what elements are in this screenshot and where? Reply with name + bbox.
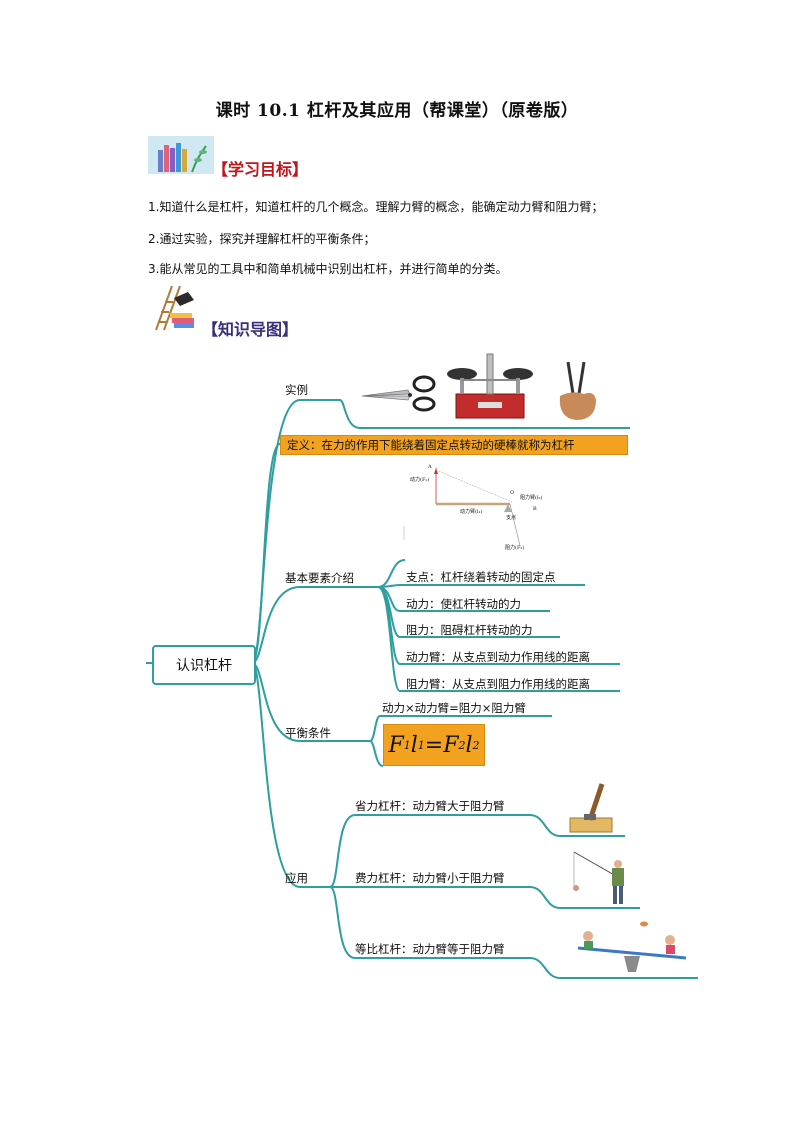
branch-label-balance: 平衡条件 xyxy=(285,726,331,740)
definition-box: 定义：在力的作用下能绕着固定点转动的硬棒就称为杠杆 xyxy=(280,435,628,455)
fisherman-image xyxy=(570,850,636,908)
element-item: 动力：使杠杆转动的力 xyxy=(406,597,521,611)
lever-diagram xyxy=(400,460,560,556)
element-item: 动力臂：从支点到动力作用线的距离 xyxy=(406,650,590,664)
ladder-books-icon xyxy=(150,284,196,332)
diagram-label-b: B xyxy=(533,506,537,512)
diagram-label-a: A xyxy=(428,464,432,470)
branch-label-application: 应用 xyxy=(285,871,308,885)
balance-text: 动力×动力臂=阻力×阻力臂 xyxy=(382,701,526,715)
books-icon xyxy=(148,136,214,174)
formula-sub: 1 xyxy=(403,738,411,752)
application-item: 费力杠杆：动力臂小于阻力臂 xyxy=(355,871,505,885)
application-item: 等比杠杆：动力臂等于阻力臂 xyxy=(355,942,505,956)
diagram-label-resist: 阻力(F₂) xyxy=(505,545,525,551)
mindmap-root: 认识杠杆 xyxy=(152,645,256,685)
element-item: 阻力臂：从支点到阻力作用线的距离 xyxy=(406,677,590,691)
goal-item: 1.知道什么是杠杆，知道杠杆的几个概念。理解力臂的概念，能确定动力臂和阻力臂； xyxy=(148,200,604,214)
section-heading-map: 【知识导图】 xyxy=(202,320,299,339)
formula-l1: l xyxy=(410,732,418,758)
formula-equals: = xyxy=(424,732,444,758)
diagram-label-force-arm: 动力臂(l₁) xyxy=(460,509,483,515)
seesaw-image xyxy=(574,920,690,974)
scissors-image xyxy=(360,372,438,412)
diagram-label-pivot: 支点 xyxy=(506,515,517,521)
goal-item: 2.通过实验，探究并理解杠杆的平衡条件； xyxy=(148,232,376,246)
page-title: 课时 10.1 杠杆及其应用（帮课堂）（原卷版） xyxy=(215,101,579,121)
claw-hammer-image xyxy=(568,780,614,834)
formula-sub: 2 xyxy=(472,738,480,752)
diagram-label-resist-arm: 阻力臂(l₂) xyxy=(520,495,543,501)
balance-scale-image xyxy=(446,350,534,422)
goal-item: 3.能从常见的工具中和简单机械中识别出杠杆，并进行简单的分类。 xyxy=(148,262,508,276)
formula-sub: 1 xyxy=(417,738,425,752)
element-item: 支点：杠杆绕着转动的固定点 xyxy=(406,570,556,584)
formula-f2: F xyxy=(443,732,459,758)
diagram-label-o: O xyxy=(510,490,515,496)
application-item: 省力杠杆：动力臂大于阻力臂 xyxy=(355,799,505,813)
formula-f1: F xyxy=(388,732,404,758)
element-item: 阻力：阻碍杠杆转动的力 xyxy=(406,623,533,637)
section-heading-goals: 【学习目标】 xyxy=(212,160,309,179)
branch-label-examples: 实例 xyxy=(285,383,308,397)
formula-sub: 2 xyxy=(458,738,466,752)
nutcracker-hand-image xyxy=(556,360,600,422)
diagram-label-force: 动力(F₁) xyxy=(410,477,430,483)
branch-label-elements: 基本要素介绍 xyxy=(285,571,354,585)
formula-l2: l xyxy=(465,732,473,758)
